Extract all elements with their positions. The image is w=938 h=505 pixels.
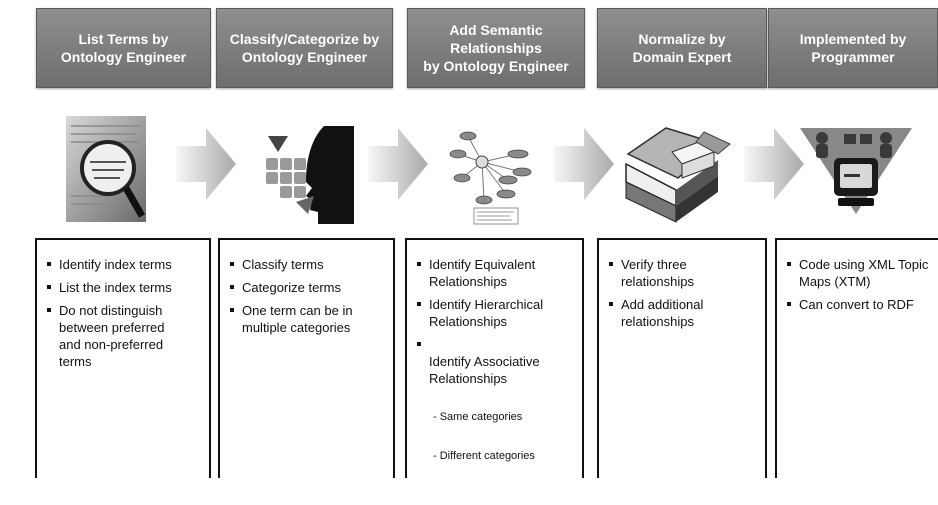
header-semantic-relationships: Add Semantic Relationships by Ontology E… xyxy=(407,8,585,88)
concept-map-icon xyxy=(448,122,544,231)
list-item: One term can be in multiple categories xyxy=(230,302,385,336)
header-normalize: Normalize by Domain Expert xyxy=(597,8,767,88)
box-implemented: Code using XML Topic Maps (XTM) Can conv… xyxy=(775,238,938,478)
list-item: Can convert to RDF xyxy=(787,296,930,313)
header-list-terms: List Terms by Ontology Engineer xyxy=(36,8,211,88)
arrow-right-icon xyxy=(368,128,428,200)
magnifier-icon xyxy=(66,116,146,227)
head-puzzle-icon xyxy=(262,124,354,229)
books-icon xyxy=(622,124,732,233)
box-normalize: Verify three relationships Add additiona… xyxy=(597,238,767,478)
list-item: Verify three relationships xyxy=(609,256,757,290)
list-item: Identify index terms xyxy=(47,256,201,273)
box-classify: Classify terms Categorize terms One term… xyxy=(218,238,395,478)
list-item: Identify Hierarchical Relationships xyxy=(417,296,574,330)
header-implemented: Implemented by Programmer xyxy=(768,8,938,88)
list-item: Identify Equivalent Relationships xyxy=(417,256,574,290)
arrow-right-icon xyxy=(176,128,236,200)
computer-programmers-icon xyxy=(800,124,912,225)
list-item: Add additional relationships xyxy=(609,296,757,330)
arrow-right-icon xyxy=(554,128,614,200)
workflow-diagram: List Terms by Ontology Engineer Classify… xyxy=(35,8,938,478)
sub-list-item: - Same categories xyxy=(433,411,523,423)
box-semantic-relationships: Identify Equivalent Relationships Identi… xyxy=(405,238,584,478)
list-item: Identify Associative Relationships - Sam… xyxy=(417,336,574,505)
list-item: Categorize terms xyxy=(230,279,385,296)
header-classify: Classify/Categorize by Ontology Engineer xyxy=(216,8,393,88)
list-item-label: Identify Associative Relationships xyxy=(429,354,540,386)
box-list-terms: Identify index terms List the index term… xyxy=(35,238,211,478)
list-item: Code using XML Topic Maps (XTM) xyxy=(787,256,930,290)
list-item: Do not distinguish between preferred and… xyxy=(47,302,201,370)
sub-list-item: - Different categories xyxy=(433,450,535,462)
list-item: List the index terms xyxy=(47,279,201,296)
arrow-right-icon xyxy=(744,128,804,200)
list-item: Classify terms xyxy=(230,256,385,273)
